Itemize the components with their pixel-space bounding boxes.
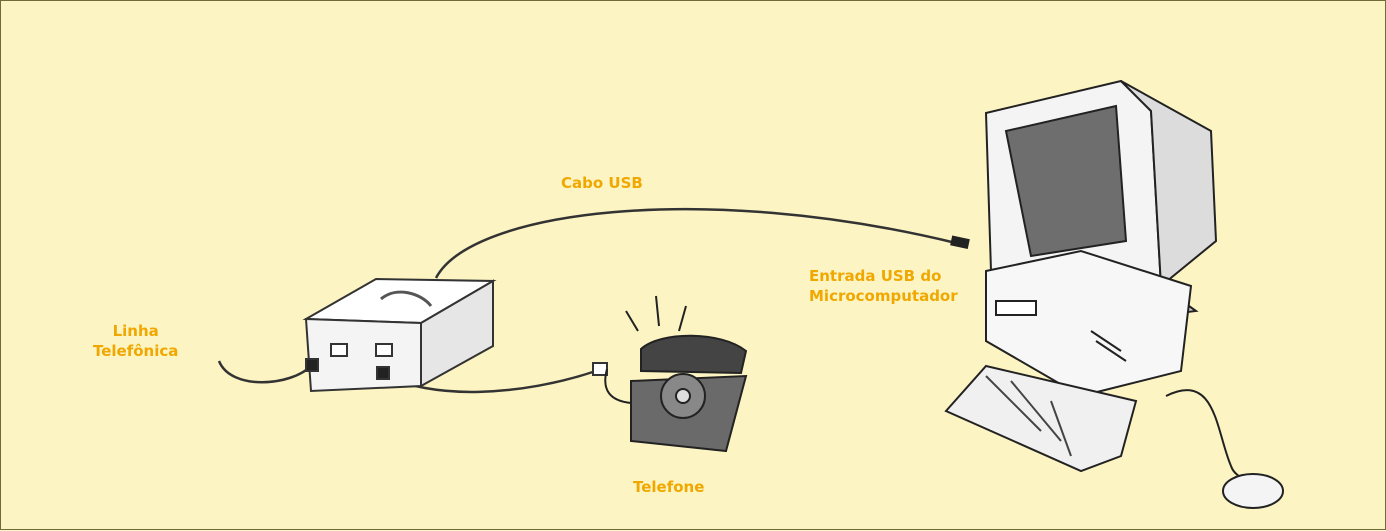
- computer: [944, 79, 1284, 509]
- usb-port-label: Entrada USB do Microcomputador: [809, 267, 958, 305]
- telephone-label: Telefone: [633, 478, 705, 496]
- usb-plug: [950, 235, 970, 249]
- phone-jack: [592, 362, 608, 376]
- phone-line-cable: [217, 360, 312, 384]
- usb-cable: [434, 207, 957, 279]
- usb-cable-label: Cabo USB: [561, 174, 643, 192]
- interface-box: [302, 277, 497, 393]
- phone-line-label: Linha Telefônica: [93, 322, 179, 360]
- telephone: [604, 295, 748, 453]
